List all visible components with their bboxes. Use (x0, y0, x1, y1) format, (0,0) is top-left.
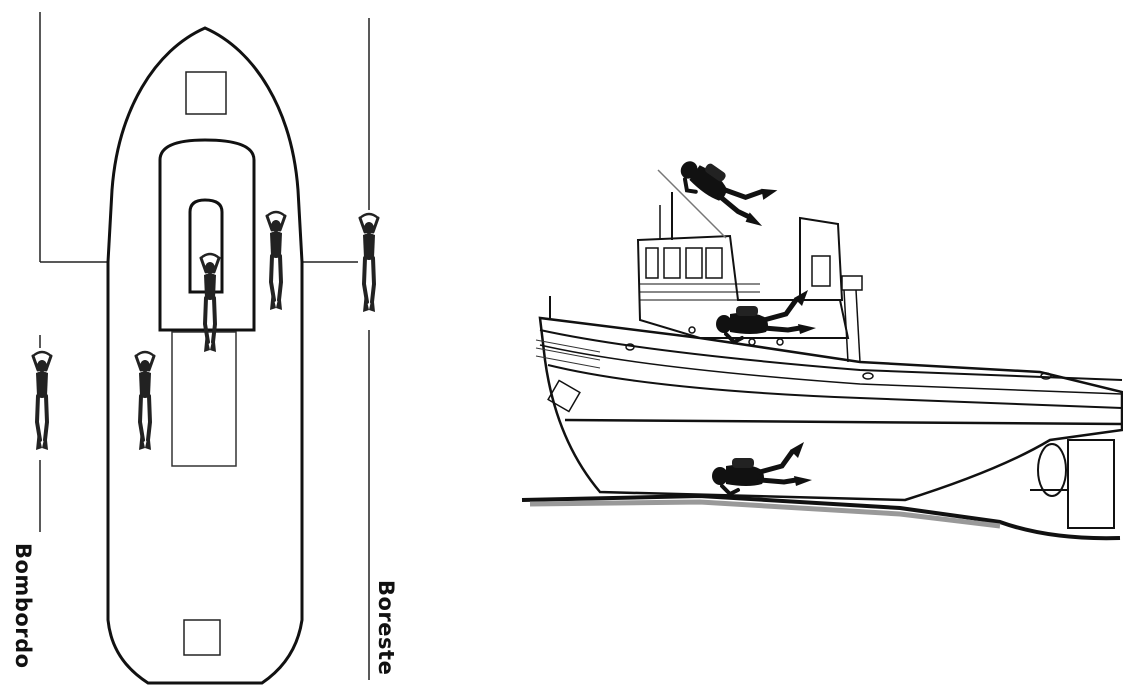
port-label: Bombordo (11, 543, 35, 669)
diver-icon-starboard-outer (358, 212, 380, 314)
aft-deck (171, 331, 237, 467)
diver-icon-port-outer (31, 350, 53, 452)
top-view (31, 12, 380, 685)
rudder (1067, 439, 1115, 529)
diver-icon-wheelhouse (672, 138, 784, 238)
ground-line (521, 493, 1121, 541)
deckhouse-plan (158, 138, 256, 332)
wheelhouse-plan (188, 198, 224, 294)
starboard-label: Boreste (374, 580, 398, 676)
stern-hatch (183, 619, 221, 656)
funnel (799, 216, 844, 301)
hull-profile (538, 316, 1123, 502)
superstructure (636, 234, 850, 339)
bow-hatch (185, 71, 227, 115)
side-view (521, 138, 1123, 541)
propeller (1037, 443, 1067, 497)
